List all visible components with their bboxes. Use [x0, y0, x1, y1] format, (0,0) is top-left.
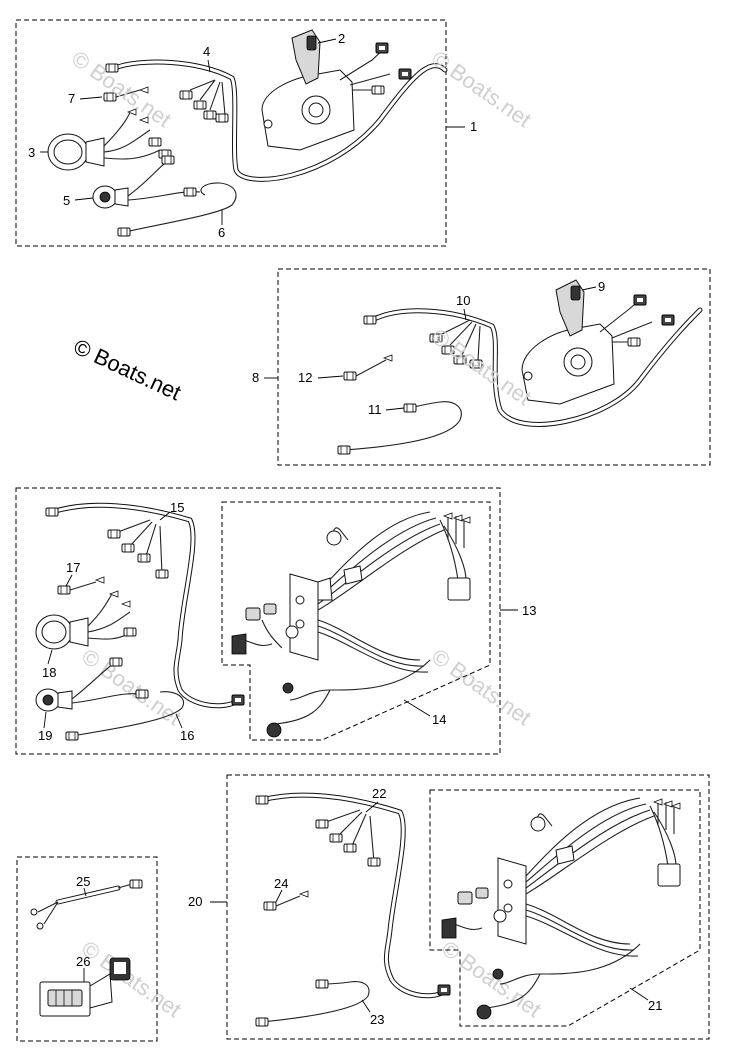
connector-icon: [103, 86, 149, 102]
callout-3: 3: [28, 145, 35, 160]
callout-12: 12: [298, 370, 312, 385]
group-box-25-26: [16, 856, 158, 1042]
wiring-harness-icon: [255, 792, 451, 999]
callout-1: 1: [470, 119, 477, 134]
callout-24: 24: [274, 876, 288, 891]
wiring-harness-icon: [65, 691, 184, 741]
connector-icon: [57, 576, 105, 595]
wiring-harness-icon: [363, 307, 703, 427]
group-box-21: [429, 789, 701, 1027]
callout-23: 23: [370, 1012, 384, 1027]
callout-14: 14: [432, 712, 446, 727]
callout-5: 5: [63, 193, 70, 208]
watermark-repeat: © Boats.net: [67, 46, 176, 133]
callout-18: 18: [42, 665, 56, 680]
watermark-repeat: © Boats.net: [427, 324, 536, 411]
gauge-icon: [35, 590, 137, 650]
callout-10: 10: [456, 293, 470, 308]
callout-7: 7: [68, 91, 75, 106]
panel-switch-icon: [441, 797, 681, 1020]
callout-22: 22: [372, 786, 386, 801]
section-accessories: 25 26: [16, 856, 158, 1042]
wiring-harness-icon: [337, 401, 462, 455]
callout-21: 21: [648, 998, 662, 1013]
callout-13: 13: [522, 603, 536, 618]
section-remote-control-1: 4 2 7 3 5 6 1: [15, 19, 477, 247]
callout-16: 16: [180, 728, 194, 743]
group-box-20: [226, 774, 710, 1040]
callout-17: 17: [66, 560, 80, 575]
watermark-repeat: © Boats.net: [437, 936, 546, 1023]
group-box-14: [221, 501, 491, 741]
callout-19: 19: [38, 728, 52, 743]
group-box-13: [15, 487, 501, 755]
callout-2: 2: [338, 31, 345, 46]
key-switch-icon: [92, 155, 201, 209]
callout-26: 26: [76, 954, 90, 969]
callout-6: 6: [218, 225, 225, 240]
connector-icon: [343, 354, 393, 381]
watermark-repeat: © Boats.net: [427, 46, 536, 133]
wiring-harness-icon: [45, 502, 245, 709]
callout-11: 11: [368, 402, 382, 417]
connector-icon: [263, 890, 309, 911]
watermark-text: © Boats.net: [70, 334, 185, 405]
wiring-harness-icon: [255, 979, 370, 1027]
wiring-harness-icon: [30, 879, 143, 930]
watermark-repeat: © Boats.net: [77, 936, 186, 1023]
section-13: 15 17 18 19 16 14 13: [15, 487, 536, 755]
remote-control-icon: [521, 279, 675, 405]
callout-4: 4: [203, 44, 210, 59]
wiring-harness-icon: [117, 182, 237, 237]
callout-8: 8: [252, 370, 259, 385]
remote-control-icon: [261, 29, 412, 151]
panel-switch-icon: [231, 511, 471, 738]
group-box-8: [277, 268, 711, 466]
callout-20: 20: [188, 894, 202, 909]
wiring-harness-icon: [105, 59, 448, 182]
callout-9: 9: [598, 279, 605, 294]
callout-25: 25: [76, 874, 90, 889]
watermark: © Boats.net © Boats.net © Boats.net © Bo…: [67, 46, 546, 1023]
watermark-repeat: © Boats.net: [77, 644, 186, 731]
section-20: 22 24 23 21 20: [188, 774, 710, 1040]
callout-15: 15: [170, 500, 184, 515]
section-remote-control-8: 10 9 12 11 8: [252, 268, 711, 466]
panel-switch-icon: [39, 957, 131, 1017]
key-switch-icon: [35, 657, 149, 712]
